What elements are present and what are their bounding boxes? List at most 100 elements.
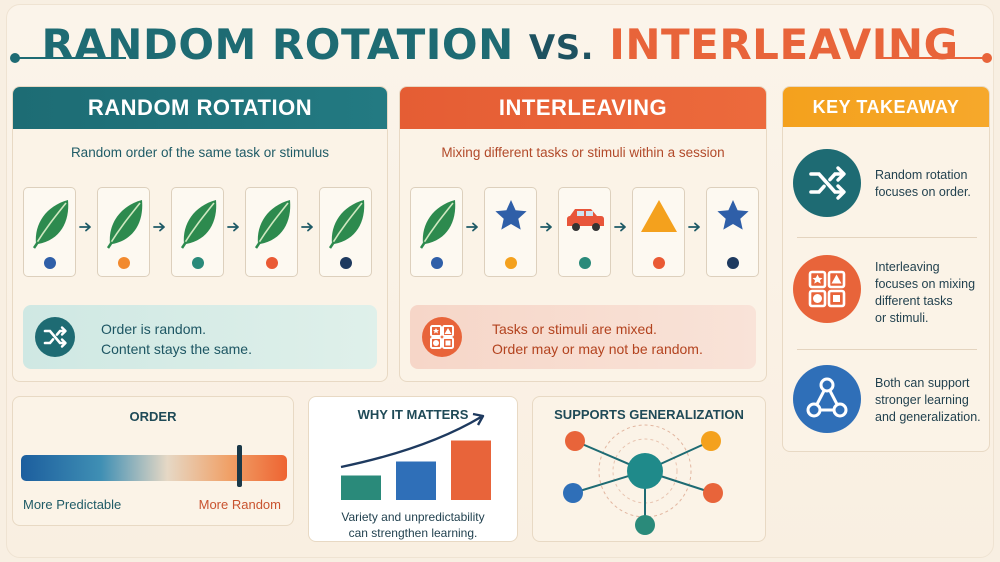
node-teal [635, 515, 655, 535]
page-title: RANDOM ROTATION VS. INTERLEAVING [0, 20, 1000, 69]
key-takeaway-2-line4: or stimuli. [875, 311, 929, 325]
key-takeaway-3-line3: and generalization. [875, 410, 981, 424]
title-interleaving: INTERLEAVING [609, 20, 959, 69]
shuffle-icon [793, 149, 861, 217]
key-takeaway-1-line2: focuses on order. [875, 185, 971, 199]
arrow-right-icon [466, 220, 480, 234]
why-bar [341, 475, 381, 500]
why-it-matters-panel: WHY IT MATTERS Variety and unpredictabil… [308, 396, 518, 542]
random-rotation-card [319, 187, 372, 277]
node-blue [563, 483, 583, 503]
color-dot [192, 257, 204, 269]
color-dot [727, 257, 739, 269]
key-takeaway-3-line2: stronger learning [875, 393, 969, 407]
random-rotation-card [97, 187, 150, 277]
key-takeaway-text-3: Both can support stronger learning and g… [875, 375, 981, 426]
shapes-grid-icon [422, 317, 462, 357]
key-takeaway-text-1: Random rotation focuses on order. [875, 167, 971, 201]
random-rotation-callout-line1: Order is random. [101, 321, 207, 337]
interleaving-panel: INTERLEAVING Mixing different tasks or s… [399, 86, 767, 382]
random-rotation-callout-text: Order is random. Content stays the same. [101, 319, 252, 359]
shapes-grid-icon [793, 255, 861, 323]
interleaving-card [558, 187, 611, 277]
key-takeaway-divider [797, 349, 977, 350]
interleaving-callout-text: Tasks or stimuli are mixed. Order may or… [492, 319, 703, 359]
interleaving-card [484, 187, 537, 277]
color-dot [266, 257, 278, 269]
why-bar [451, 440, 491, 500]
random-rotation-callout: Order is random. Content stays the same. [23, 305, 377, 369]
node-center [627, 453, 663, 489]
order-gradient-bar [21, 455, 287, 481]
key-takeaway-item-random-rotation: Random rotation focuses on order. [783, 135, 989, 235]
interleaving-card [632, 187, 685, 277]
why-caption-line1: Variety and unpredictability [341, 510, 485, 524]
why-it-matters-title: WHY IT MATTERS [357, 407, 469, 422]
key-takeaway-2-line2: focuses on mixing [875, 277, 976, 291]
color-dot [579, 257, 591, 269]
color-dot [44, 257, 56, 269]
title-vs: VS. [528, 28, 595, 68]
key-takeaway-divider [797, 237, 977, 238]
interleaving-callout-line1: Tasks or stimuli are mixed. [492, 321, 657, 337]
supports-generalization-title: SUPPORTS GENERALIZATION [554, 407, 744, 422]
why-it-matters-caption: Variety and unpredictability can strengt… [309, 509, 517, 541]
title-random-rotation: RANDOM ROTATION [41, 20, 514, 69]
why-caption-line2: can strengthen learning. [348, 526, 478, 540]
network-icon [793, 365, 861, 433]
order-left-label: More Predictable [23, 497, 122, 512]
color-dot [653, 257, 665, 269]
interleaving-subtitle: Mixing different tasks or stimuli within… [441, 145, 725, 160]
header-line-left [14, 57, 126, 59]
random-rotation-heading: RANDOM ROTATION [13, 87, 387, 129]
why-bar [396, 461, 436, 500]
shuffle-icon [35, 317, 75, 357]
color-dot [431, 257, 443, 269]
node-red [703, 483, 723, 503]
order-marker [237, 445, 243, 487]
random-rotation-card [23, 187, 76, 277]
random-rotation-card [245, 187, 298, 277]
arrow-right-icon [301, 220, 315, 234]
arrow-right-icon [153, 220, 167, 234]
node-yellow [701, 431, 721, 451]
key-takeaway-item-interleaving: Interleaving focuses on mixing different… [783, 239, 989, 339]
random-rotation-panel: RANDOM ROTATION Random order of the same… [12, 86, 388, 382]
supports-generalization-panel: SUPPORTS GENERALIZATION [532, 396, 766, 542]
color-dot [118, 257, 130, 269]
why-it-matters-bars [340, 412, 491, 500]
arrow-right-icon [540, 220, 554, 234]
order-panel: ORDER More Predictable More Random [12, 396, 294, 526]
generalization-network-icon [563, 424, 723, 535]
key-takeaway-3-line1: Both can support [875, 376, 970, 390]
node-orange [565, 431, 585, 451]
interleaving-card [410, 187, 463, 277]
arrow-right-icon [614, 220, 628, 234]
header-line-right [876, 57, 988, 59]
color-dot [505, 257, 517, 269]
header-dot-right [982, 53, 992, 63]
key-takeaway-heading: KEY TAKEAWAY [783, 87, 989, 127]
order-title: ORDER [129, 409, 177, 424]
arrow-right-icon [688, 220, 702, 234]
interleaving-card [706, 187, 759, 277]
order-right-label: More Random [198, 497, 281, 512]
header: RANDOM ROTATION VS. INTERLEAVING [0, 12, 1000, 72]
key-takeaway-text-2: Interleaving focuses on mixing different… [875, 259, 975, 327]
interleaving-heading: INTERLEAVING [400, 87, 766, 129]
key-takeaway-1-line1: Random rotation [875, 168, 968, 182]
random-rotation-card [171, 187, 224, 277]
key-takeaway-2-line1: Interleaving [875, 260, 940, 274]
key-takeaway-2-line3: different tasks [875, 294, 953, 308]
trend-arrow-head [472, 412, 485, 426]
header-dot-left [10, 53, 20, 63]
color-dot [340, 257, 352, 269]
arrow-right-icon [227, 220, 241, 234]
trend-arrow-line [340, 415, 482, 469]
random-rotation-subtitle: Random order of the same task or stimulu… [70, 145, 330, 160]
interleaving-callout-line2: Order may or may not be random. [492, 341, 703, 357]
arrow-right-icon [79, 220, 93, 234]
random-rotation-callout-line2: Content stays the same. [101, 341, 252, 357]
interleaving-callout: Tasks or stimuli are mixed. Order may or… [410, 305, 756, 369]
key-takeaway-panel: KEY TAKEAWAY Random rotation focuses on … [782, 86, 990, 452]
